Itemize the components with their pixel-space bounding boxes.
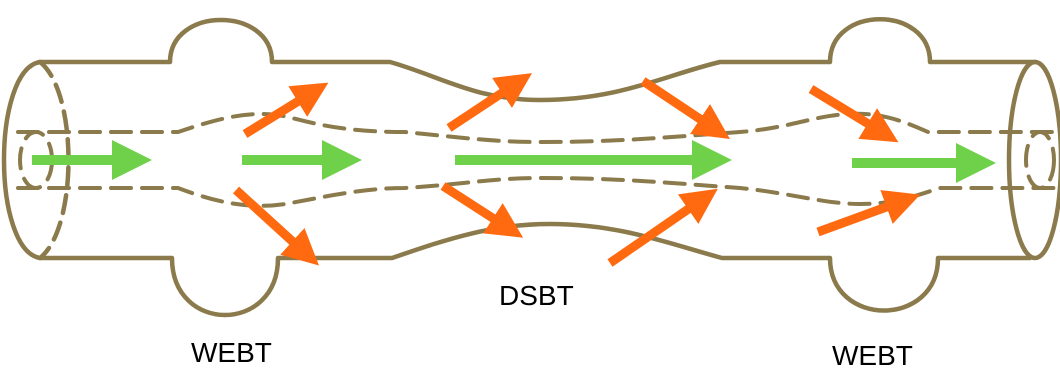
tube-outline [1,17,1060,318]
radial-arrow [440,182,524,238]
radial-arrows [232,73,921,267]
radial-arrow [242,82,329,138]
inner-right-cap [1024,130,1056,190]
radial-arrow [816,190,921,237]
radial-arrow [808,85,899,143]
dsbt-label: DSBT [499,280,574,311]
radial-arrow [640,77,730,139]
inner-channel-bottom [16,175,1060,208]
axial-flow-arrows [32,140,996,183]
radial-arrow [232,186,319,266]
tube-top-wall [37,17,1038,103]
inner-channel-top [16,111,1060,145]
radial-arrow [607,188,718,267]
webt-left-label: WEBT [191,337,272,368]
right-end-cap [1006,59,1060,261]
tube-bottom-wall [37,221,1033,318]
radial-arrow [446,73,533,132]
left-end-cap-front [1,59,43,261]
webt-right-label: WEBT [832,340,913,371]
